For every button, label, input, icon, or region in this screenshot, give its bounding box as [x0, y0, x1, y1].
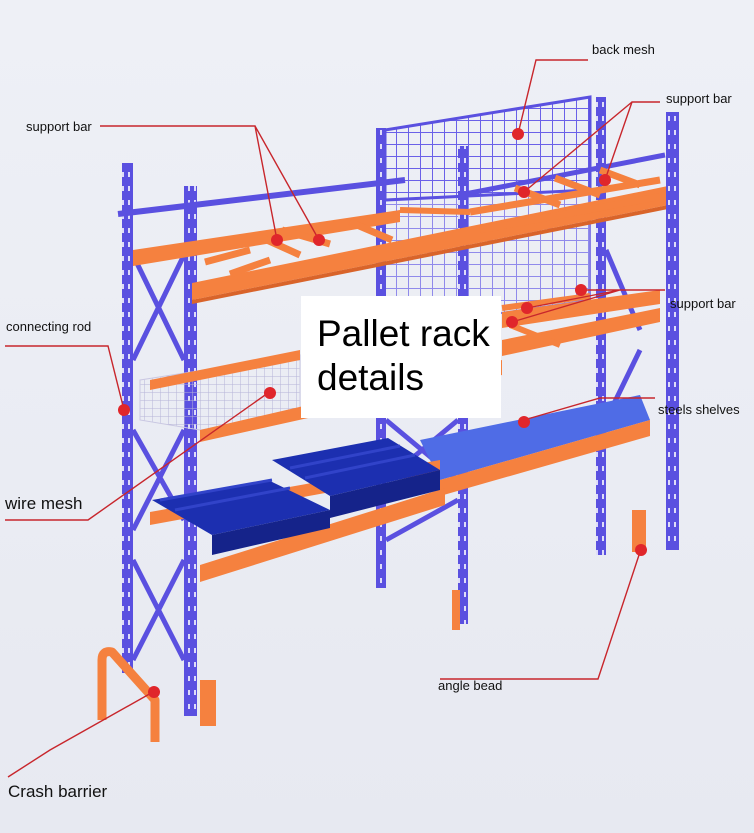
label-angle-bead: angle bead	[438, 678, 502, 693]
leader-lines	[5, 59, 665, 778]
marker-back-mesh	[512, 128, 524, 140]
marker-angle-bead	[635, 544, 647, 556]
marker-support-bar-mid-2	[521, 302, 533, 314]
label-steels-shelves: steels shelves	[658, 402, 740, 417]
label-support-bar-right-top: support bar	[666, 91, 732, 106]
label-back-mesh: back mesh	[592, 42, 655, 57]
marker-connecting-rod	[118, 404, 130, 416]
crash-barrier-shape	[97, 647, 216, 742]
top-level	[133, 166, 669, 304]
title-line-1: Pallet rack	[317, 313, 490, 354]
label-connecting-rod: connecting rod	[6, 319, 91, 334]
steel-shelf	[420, 395, 650, 496]
marker-wire-mesh	[264, 387, 276, 399]
marker-support-bar-left-2	[313, 234, 325, 246]
callout-markers	[118, 128, 647, 698]
marker-support-bar-right-2	[518, 186, 530, 198]
marker-support-bar-right-1	[599, 174, 611, 186]
bottom-level	[150, 438, 445, 582]
title-line-2: details	[317, 357, 424, 398]
marker-steels-shelves	[518, 416, 530, 428]
right-front-upright	[452, 112, 679, 630]
label-support-bar-left: support bar	[26, 119, 92, 134]
marker-crash-barrier	[148, 686, 160, 698]
label-wire-mesh: wire mesh	[4, 494, 82, 513]
marker-support-bar-mid-3	[506, 316, 518, 328]
label-crash-barrier: Crash barrier	[8, 782, 108, 801]
marker-support-bar-mid-1	[575, 284, 587, 296]
label-support-bar-right-mid: support bar	[670, 296, 736, 311]
title-box: Pallet rack details	[301, 296, 501, 418]
marker-support-bar-left-1	[271, 234, 283, 246]
left-frame	[117, 152, 666, 716]
